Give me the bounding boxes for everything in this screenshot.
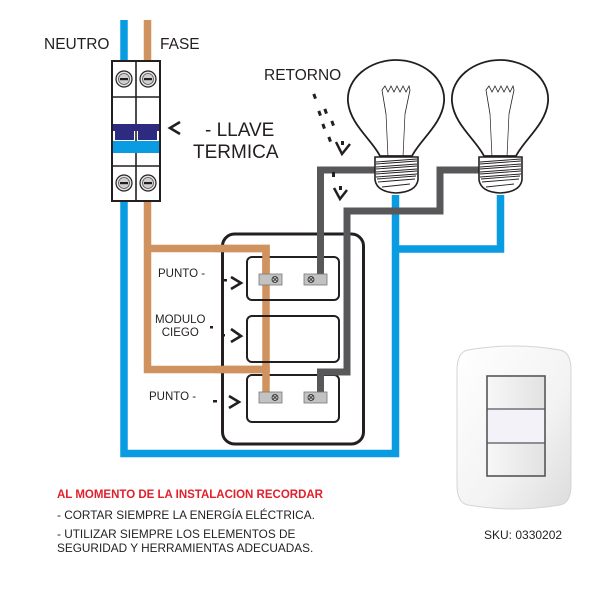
notice-item: - CORTAR SIEMPRE LA ENERGÍA ELÉCTRICA. — [57, 507, 315, 522]
safety-notice: AL MOMENTO DE LA INSTALACION RECORDAR - … — [57, 489, 323, 556]
switch-label-bottom: PUNTO - — [149, 391, 197, 403]
blank-module-label: MODULO CIEGO — [155, 314, 205, 339]
product-sku: SKU: 0330202 — [484, 528, 563, 542]
switch-box — [221, 232, 365, 446]
switch-module-bottom — [246, 374, 340, 423]
circuit-breaker — [111, 60, 161, 202]
arrow-left-icon — [167, 120, 181, 136]
breaker-screw-icon — [139, 174, 157, 192]
breaker-screw-icon — [139, 70, 157, 88]
breaker-screw-icon — [115, 174, 133, 192]
pointer-dash — [210, 279, 227, 403]
notice-item-line: SEGURIDAD Y HERRAMIENTAS ADECUADAS. — [57, 541, 314, 556]
return-pointer-icon — [332, 172, 348, 202]
neutral-label: NEUTRO — [44, 36, 110, 53]
notice-item: - UTILIZAR SIEMPRE LOS ELEMENTOS DE SEGU… — [57, 528, 323, 556]
terminal-screw-icon — [303, 273, 328, 286]
terminal-screw-icon — [258, 273, 283, 286]
return-label: RETORNO — [264, 67, 342, 84]
blank-module-label-line1: MODULO — [155, 314, 206, 326]
switch-label-top: PUNTO - — [158, 268, 206, 280]
switch-plate-product — [456, 345, 572, 510]
breaker-screw-icon — [115, 70, 133, 88]
breaker-label-line2: TERMICA — [193, 142, 279, 163]
light-bulb-icon — [347, 59, 445, 194]
breaker-label-line1: - LLAVE — [205, 120, 275, 141]
terminal-screw-icon — [303, 391, 328, 404]
light-bulb-icon — [451, 59, 549, 194]
switch-module-top — [246, 256, 340, 301]
notice-title: AL MOMENTO DE LA INSTALACION RECORDAR — [57, 489, 323, 501]
return-pointer-icon — [312, 93, 351, 157]
blank-module — [246, 315, 340, 363]
module-pointer-icon — [228, 275, 244, 410]
notice-item-line: - UTILIZAR SIEMPRE LOS ELEMENTOS DE — [57, 527, 296, 542]
terminal-screw-icon — [258, 391, 283, 404]
neutral-wire — [120, 20, 505, 458]
phase-label: FASE — [160, 36, 200, 53]
blank-module-label-line2: CIEGO — [161, 326, 199, 339]
